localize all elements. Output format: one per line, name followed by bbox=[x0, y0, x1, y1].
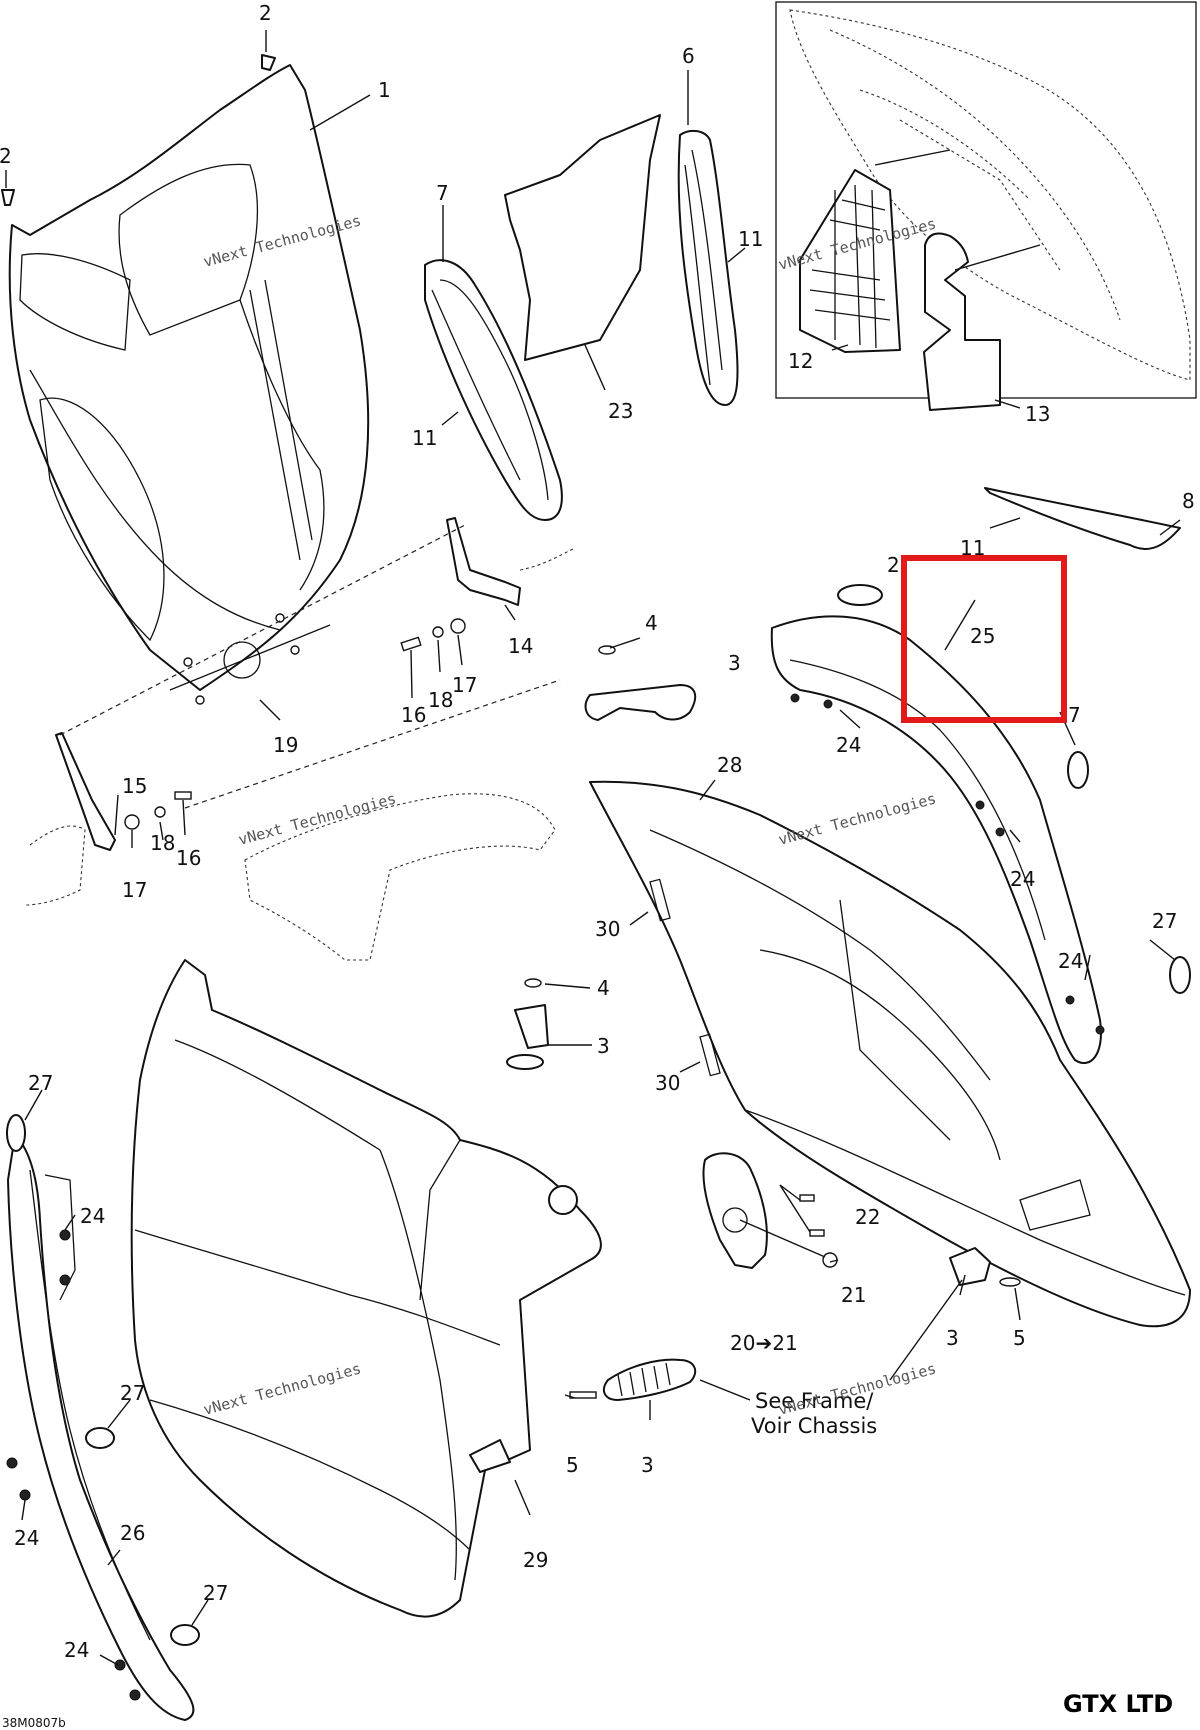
trim-8 bbox=[984, 487, 1181, 550]
rail-26 bbox=[6, 1114, 200, 1721]
highlight-box-25 bbox=[901, 555, 1067, 723]
callout-7: 7 bbox=[1068, 703, 1081, 727]
callout-13: 13 bbox=[1025, 402, 1050, 426]
handle-3-lower bbox=[569, 1358, 697, 1401]
callout-16: 16 bbox=[176, 846, 201, 870]
callout-2: 2 bbox=[887, 553, 900, 577]
callout-2: 2 bbox=[259, 1, 272, 25]
clip-2-top bbox=[261, 54, 276, 71]
callout-6: 6 bbox=[682, 44, 695, 68]
callout-17: 17 bbox=[452, 673, 477, 697]
callout-24: 24 bbox=[14, 1526, 39, 1550]
watermark-text: vNext Technologies bbox=[236, 789, 398, 848]
callout-8: 8 bbox=[1182, 489, 1195, 513]
seat-foam-13 bbox=[923, 232, 1001, 411]
callout-24: 24 bbox=[64, 1638, 89, 1662]
callout-24: 24 bbox=[1058, 949, 1083, 973]
callout-17: 17 bbox=[122, 878, 147, 902]
callout-11: 11 bbox=[738, 227, 763, 251]
model-label: GTX LTD bbox=[1063, 1690, 1173, 1718]
voir-chassis-note: Voir Chassis bbox=[751, 1414, 877, 1438]
callout-27: 27 bbox=[120, 1381, 145, 1405]
callout-11: 11 bbox=[960, 536, 985, 560]
callout-3: 3 bbox=[597, 1034, 610, 1058]
callout-3: 3 bbox=[728, 651, 741, 675]
callout-1: 1 bbox=[378, 78, 391, 102]
callout-18: 18 bbox=[428, 688, 453, 712]
callout-29: 29 bbox=[523, 1548, 548, 1572]
callout-3: 3 bbox=[946, 1326, 959, 1350]
callout-15: 15 bbox=[122, 774, 147, 798]
drawing-code: 38M0807b bbox=[2, 1716, 66, 1730]
callout-4: 4 bbox=[597, 976, 610, 1000]
panel-28 bbox=[589, 780, 1191, 1328]
bracket-15 bbox=[24, 732, 116, 906]
callout-30: 30 bbox=[595, 917, 620, 941]
inset-phantom-body bbox=[789, 9, 1191, 381]
hardware-stack-upper bbox=[400, 618, 466, 652]
phantom-frame-member bbox=[244, 793, 556, 961]
handle-3-upper bbox=[584, 645, 697, 721]
center-line-1 bbox=[59, 524, 466, 736]
clip-2-left bbox=[1, 189, 15, 206]
callout-19: 19 bbox=[273, 733, 298, 757]
callout-12: 12 bbox=[788, 349, 813, 373]
callout-2: 2 bbox=[0, 144, 12, 168]
foam-23 bbox=[504, 114, 661, 361]
callout-24: 24 bbox=[836, 733, 861, 757]
leader-lines bbox=[5, 30, 1181, 1666]
panel-29 bbox=[130, 959, 602, 1618]
callout-24: 24 bbox=[80, 1204, 105, 1228]
grille-6 bbox=[677, 129, 739, 406]
seat-foam-12 bbox=[799, 169, 901, 353]
arrow-glyph: ➔ bbox=[755, 1331, 772, 1355]
callout-5: 5 bbox=[566, 1453, 579, 1477]
callout-26: 26 bbox=[120, 1521, 145, 1545]
callout-11: 11 bbox=[412, 426, 437, 450]
see-frame-note: See Frame/ bbox=[755, 1389, 874, 1413]
callout-27: 27 bbox=[203, 1581, 228, 1605]
arrow-callout-20-21: 20➔21 bbox=[730, 1331, 798, 1355]
bracket-14 bbox=[446, 517, 576, 606]
callout-18: 18 bbox=[150, 831, 175, 855]
arrow-to: 21 bbox=[772, 1331, 797, 1355]
callout-24: 24 bbox=[1010, 867, 1035, 891]
knob-3-right bbox=[949, 1247, 1021, 1287]
bracket-20 bbox=[702, 1152, 838, 1269]
callout-21: 21 bbox=[841, 1283, 866, 1307]
callout-23: 23 bbox=[608, 399, 633, 423]
callout-4: 4 bbox=[645, 611, 658, 635]
callout-14: 14 bbox=[508, 634, 533, 658]
callout-25: 25 bbox=[970, 624, 995, 648]
side-panel-1 bbox=[8, 64, 370, 705]
hardware-stack-lower bbox=[124, 791, 192, 830]
arrow-from: 20 bbox=[730, 1331, 755, 1355]
callout-3: 3 bbox=[641, 1453, 654, 1477]
callout-27: 27 bbox=[1152, 909, 1177, 933]
center-line-2 bbox=[184, 679, 561, 809]
callout-30: 30 bbox=[655, 1071, 680, 1095]
callout-5: 5 bbox=[1013, 1326, 1026, 1350]
callout-27: 27 bbox=[28, 1071, 53, 1095]
callout-7: 7 bbox=[436, 181, 449, 205]
callout-22: 22 bbox=[855, 1205, 880, 1229]
watermark-text: vNext Technologies bbox=[776, 789, 938, 848]
callout-16: 16 bbox=[401, 703, 426, 727]
standoff-3-middle bbox=[506, 978, 549, 1070]
callout-labels: 2 1 2 6 7 11 11 23 12 13 8 11 2 25 14 4 … bbox=[0, 1, 1195, 1662]
grille-7 bbox=[424, 259, 563, 521]
rail-25 bbox=[770, 584, 1191, 1065]
callout-28: 28 bbox=[717, 753, 742, 777]
